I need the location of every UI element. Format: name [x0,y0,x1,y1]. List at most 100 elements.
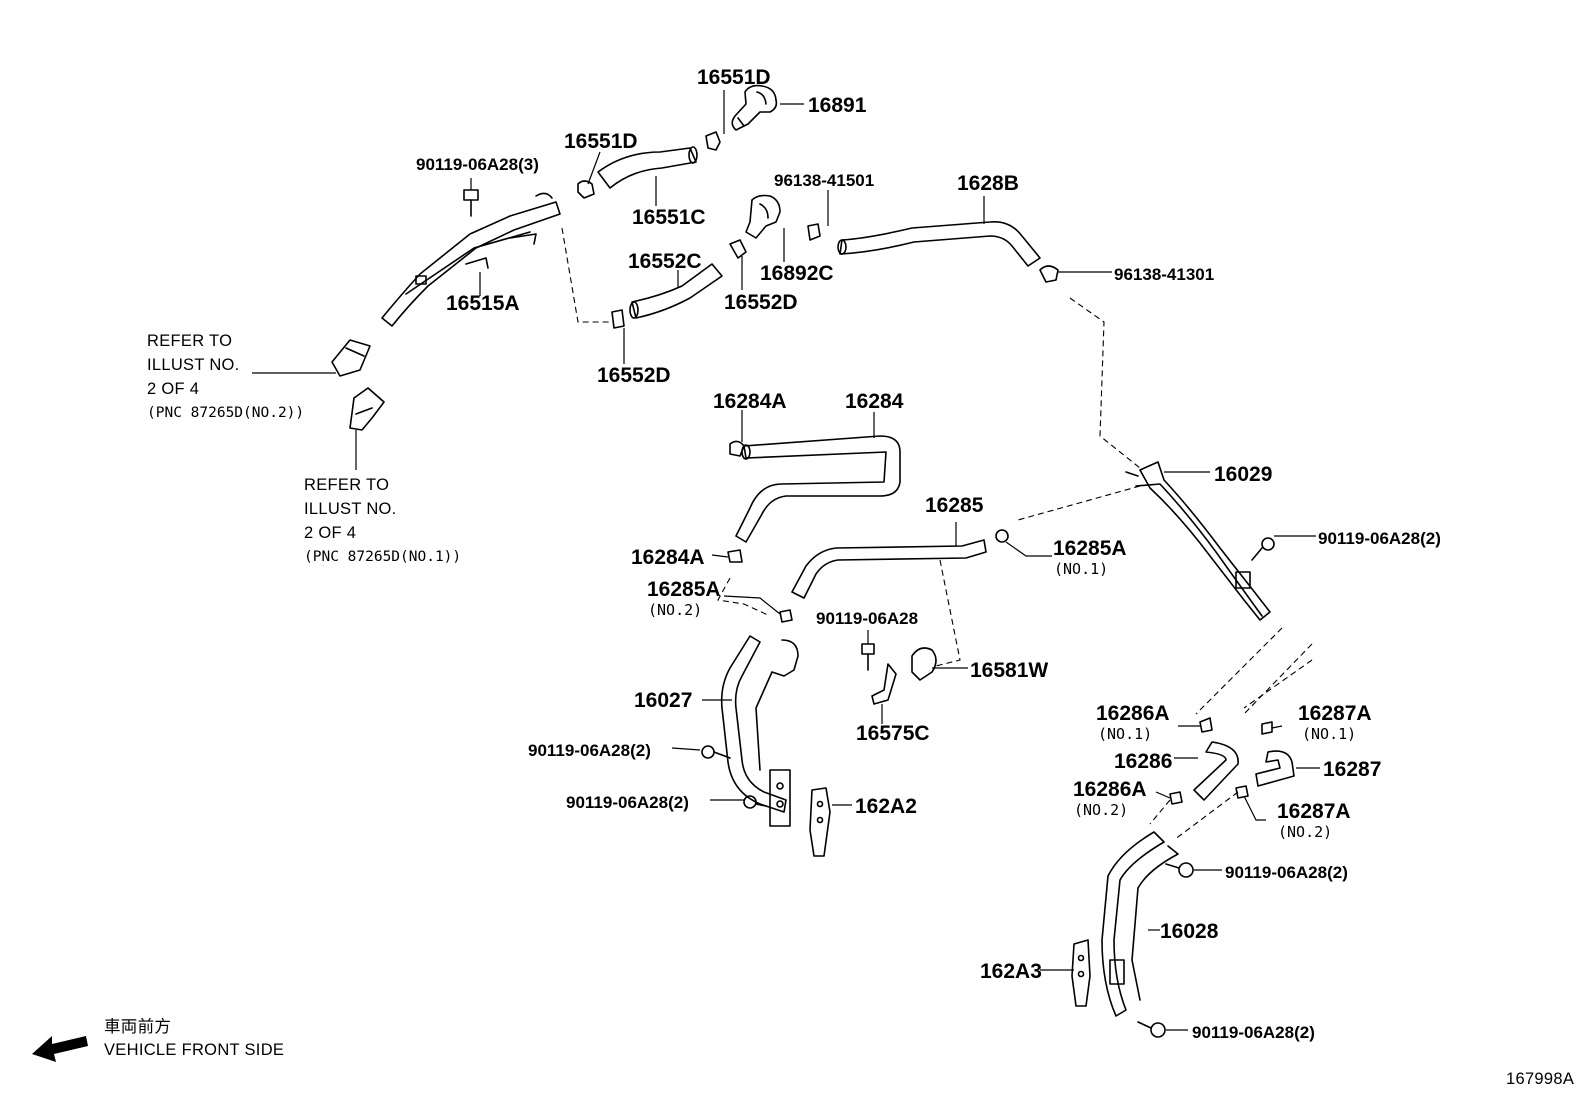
label-16581W: 16581W [970,659,1048,682]
part-16028 [1101,831,1179,1017]
part-90119-06A28-3 [463,189,479,217]
part-16287 [1255,750,1295,787]
part-96138-41301 [1039,265,1059,283]
label-162A3: 162A3 [980,960,1042,983]
illustration-id: 167998A [1506,1070,1574,1088]
label-16284A-top: 16284A [713,390,787,413]
part-16892C [745,194,781,239]
part-16515A [381,192,561,327]
part-16284 [735,435,901,543]
label-16284: 16284 [845,390,904,413]
refer-note-no1-line2: ILLUST NO. [304,500,397,518]
vehicle-front-indicator: 車両前方 VEHICLE FRONT SIDE [32,1017,284,1062]
label-16892C: 16892C [760,262,834,285]
label-16285: 16285 [925,494,984,517]
label-90119-06A28-2-d: 90119-06A28(2) [1192,1023,1315,1042]
label-16552D-bottom: 16552D [597,364,671,387]
refer-note-no1-line1: REFER TO [304,476,389,494]
part-90119-06A28-2-right [1251,537,1275,561]
part-16285A-no2 [779,609,793,623]
part-96138-41501 [807,223,821,241]
part-16552D-bottom [611,309,625,329]
label-16515A: 16515A [446,292,520,315]
label-16028: 16028 [1160,920,1219,943]
part-90119-06A28-2-c [1165,862,1194,878]
part-16891 [731,84,778,131]
part-16581W [911,647,937,681]
part-16575C [871,663,897,705]
part-16027 [720,635,799,827]
label-96138-41301: 96138-41301 [1114,265,1214,284]
part-connector-no1 [349,387,385,431]
part-90119-06A28-2-b [743,795,767,809]
label-16575C: 16575C [856,722,930,745]
label-16287A-no2: 16287A [1277,800,1351,823]
label-16551D-top: 16551D [697,66,771,89]
label-96138-41501: 96138-41501 [774,171,874,190]
label-90119-06A28-2-right: 90119-06A28(2) [1318,529,1441,548]
label-16287A-no2-sub: (NO.2) [1278,823,1332,841]
label-16287A-no1-sub: (NO.1) [1302,725,1356,743]
label-16286A-no1: 16286A [1096,702,1170,725]
label-90119-06A28-2-c: 90119-06A28(2) [1225,863,1348,882]
label-90119-06A28-3: 90119-06A28(3) [416,155,539,174]
label-16552D-mid: 16552D [724,291,798,314]
label-16551D-left: 16551D [564,130,638,153]
part-162A3 [1071,939,1091,1007]
front-arrow-icon [32,1036,88,1062]
part-16286 [1193,741,1239,801]
label-16029: 16029 [1214,463,1272,486]
label-162A2: 162A2 [855,795,917,818]
part-16551D-top [705,131,721,151]
refer-note-no2-line4: (PNC 87265D(NO.2)) [147,405,304,421]
part-1628B [837,220,1041,267]
part-16286A-no2 [1169,791,1183,805]
label-16284A-bottom: 16284A [631,546,705,569]
label-90119-06A28: 90119-06A28 [816,609,918,628]
label-16286: 16286 [1114,750,1172,773]
label-16286A-no1-sub: (NO.1) [1098,725,1152,743]
label-16891: 16891 [808,94,867,117]
label-16287A-no1: 16287A [1298,702,1372,725]
label-16286A-no2-sub: (NO.2) [1074,801,1128,819]
label-16285A-no2-sub: (NO.2) [648,601,702,619]
label-16552C: 16552C [628,250,702,273]
label-16027: 16027 [634,689,692,712]
part-16286A-no1 [1199,717,1213,733]
part-90119-06A28-2-d [1137,1021,1166,1038]
label-16285A-no1-sub: (NO.1) [1054,560,1108,578]
vehicle-front-en: VEHICLE FRONT SIDE [104,1041,284,1059]
label-16286A-no2: 16286A [1073,778,1147,801]
part-16287A-no2 [1235,785,1249,799]
label-90119-06A28-2-a: 90119-06A28(2) [528,741,651,760]
refer-note-no2-line2: ILLUST NO. [147,356,240,374]
refer-note-no2-line1: REFER TO [147,332,232,350]
label-90119-06A28-2-b: 90119-06A28(2) [566,793,689,812]
part-16551D-left [577,180,595,199]
dashed-connections [561,227,1313,841]
part-90119-06A28-2-a [701,745,731,759]
refer-note-no1-line4: (PNC 87265D(NO.1)) [304,549,461,565]
part-labels: 16551D 16891 16551D 90119-06A28(3) 16551… [416,66,1441,1042]
part-16284A-bottom [727,549,743,563]
refer-note-no1-line3: 2 OF 4 [304,524,356,542]
refer-note-no1: REFER TO ILLUST NO. 2 OF 4 (PNC 87265D(N… [304,476,461,565]
label-16285A-no1: 16285A [1053,537,1127,560]
part-16284A-top [729,440,745,457]
part-16552C [629,263,723,319]
label-16285A-no2: 16285A [647,578,721,601]
part-162A2 [809,787,831,857]
part-16285A-no1 [995,529,1009,543]
part-16029 [1125,461,1271,621]
label-16287: 16287 [1323,758,1381,781]
part-90119-06A28 [861,643,875,671]
vehicle-front-jp: 車両前方 [104,1017,171,1036]
part-16285 [791,539,987,599]
leader-lines [252,90,1320,1031]
label-1628B: 1628B [957,172,1019,195]
refer-note-no2: REFER TO ILLUST NO. 2 OF 4 (PNC 87265D(N… [147,332,304,421]
label-16551C: 16551C [632,206,706,229]
refer-note-no2-line3: 2 OF 4 [147,380,199,398]
part-16552D-mid [729,239,747,259]
